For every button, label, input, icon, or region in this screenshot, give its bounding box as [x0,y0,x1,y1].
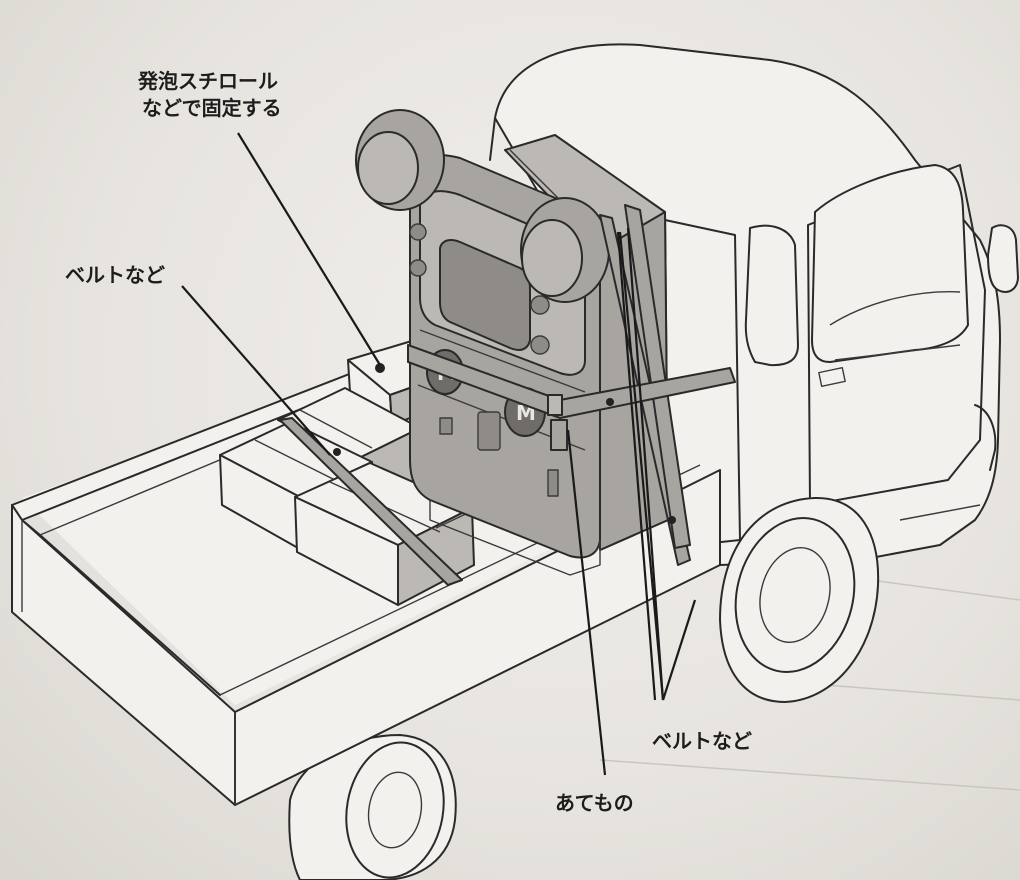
label-belt-right: ベルトなど [652,729,752,753]
front-wheel [719,496,880,703]
label-styrofoam-line2: などで固定する [142,96,282,120]
label-styrofoam-line1: 発泡スチロール [138,69,278,93]
generator-unit: M M [355,109,669,576]
label-styrofoam: 発泡スチロール などで固定する [138,68,282,122]
label-belt-left: ベルトなど [65,263,165,287]
truck-cab [489,43,1019,566]
label-padding: あてもの [555,791,634,815]
rear-wheel [288,734,457,880]
leader-lines [181,132,697,776]
